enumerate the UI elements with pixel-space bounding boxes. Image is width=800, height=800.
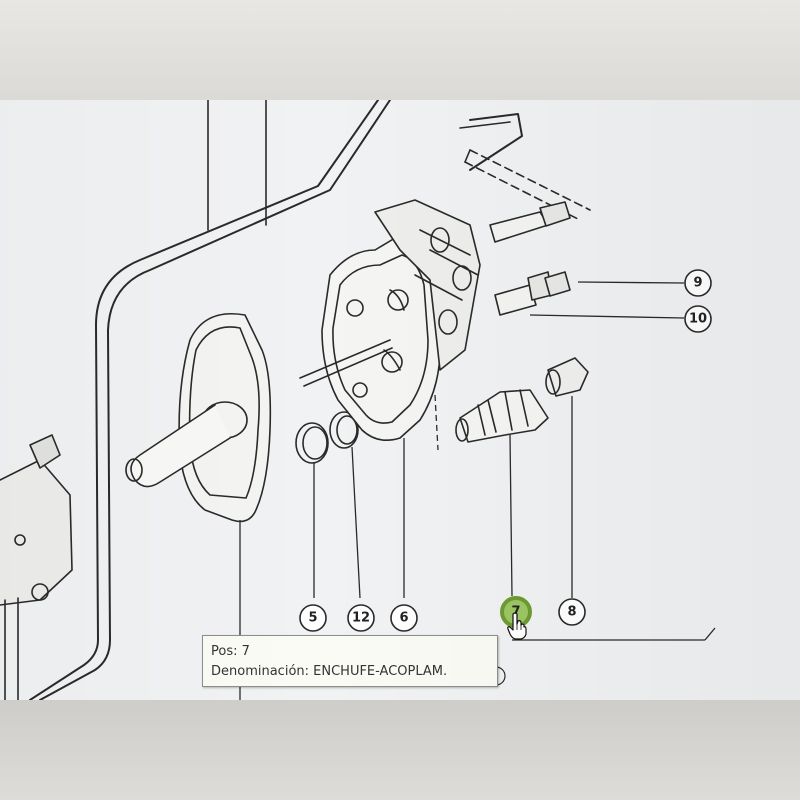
callout-10-label: 10 bbox=[689, 312, 707, 327]
tooltip-position: Pos: 7 bbox=[211, 644, 250, 659]
parts-diagram-viewer: 5 12 6 7 8 9 10 Pos: 7 Denominación: ENC… bbox=[0, 100, 800, 700]
callout-12-label: 12 bbox=[352, 611, 370, 626]
callout-10-circle[interactable] bbox=[684, 305, 712, 333]
tooltip-denomination: Denominación: ENCHUFE-ACOPLAM. bbox=[211, 664, 448, 679]
callout-5-circle[interactable] bbox=[299, 604, 327, 632]
callout-6-circle[interactable] bbox=[390, 604, 418, 632]
callout-5-label: 5 bbox=[308, 611, 317, 626]
callout-6-label: 6 bbox=[399, 611, 408, 626]
exploded-parts-diagram: 5 12 6 7 8 9 10 bbox=[0, 100, 716, 700]
callout-7-label: 7 bbox=[511, 605, 520, 620]
monitor-bezel-bottom bbox=[0, 700, 800, 800]
callout-12-circle[interactable] bbox=[347, 604, 375, 632]
callout-8-circle[interactable] bbox=[558, 598, 586, 626]
callout-8-label: 8 bbox=[567, 605, 576, 620]
callout-9-circle[interactable] bbox=[684, 269, 712, 297]
hand-pointer-icon bbox=[507, 612, 527, 640]
monitor-bezel-top bbox=[0, 0, 800, 100]
callout-9-label: 9 bbox=[693, 276, 702, 291]
part-tooltip: Pos: 7 Denominación: ENCHUFE-ACOPLAM. bbox=[202, 635, 498, 687]
